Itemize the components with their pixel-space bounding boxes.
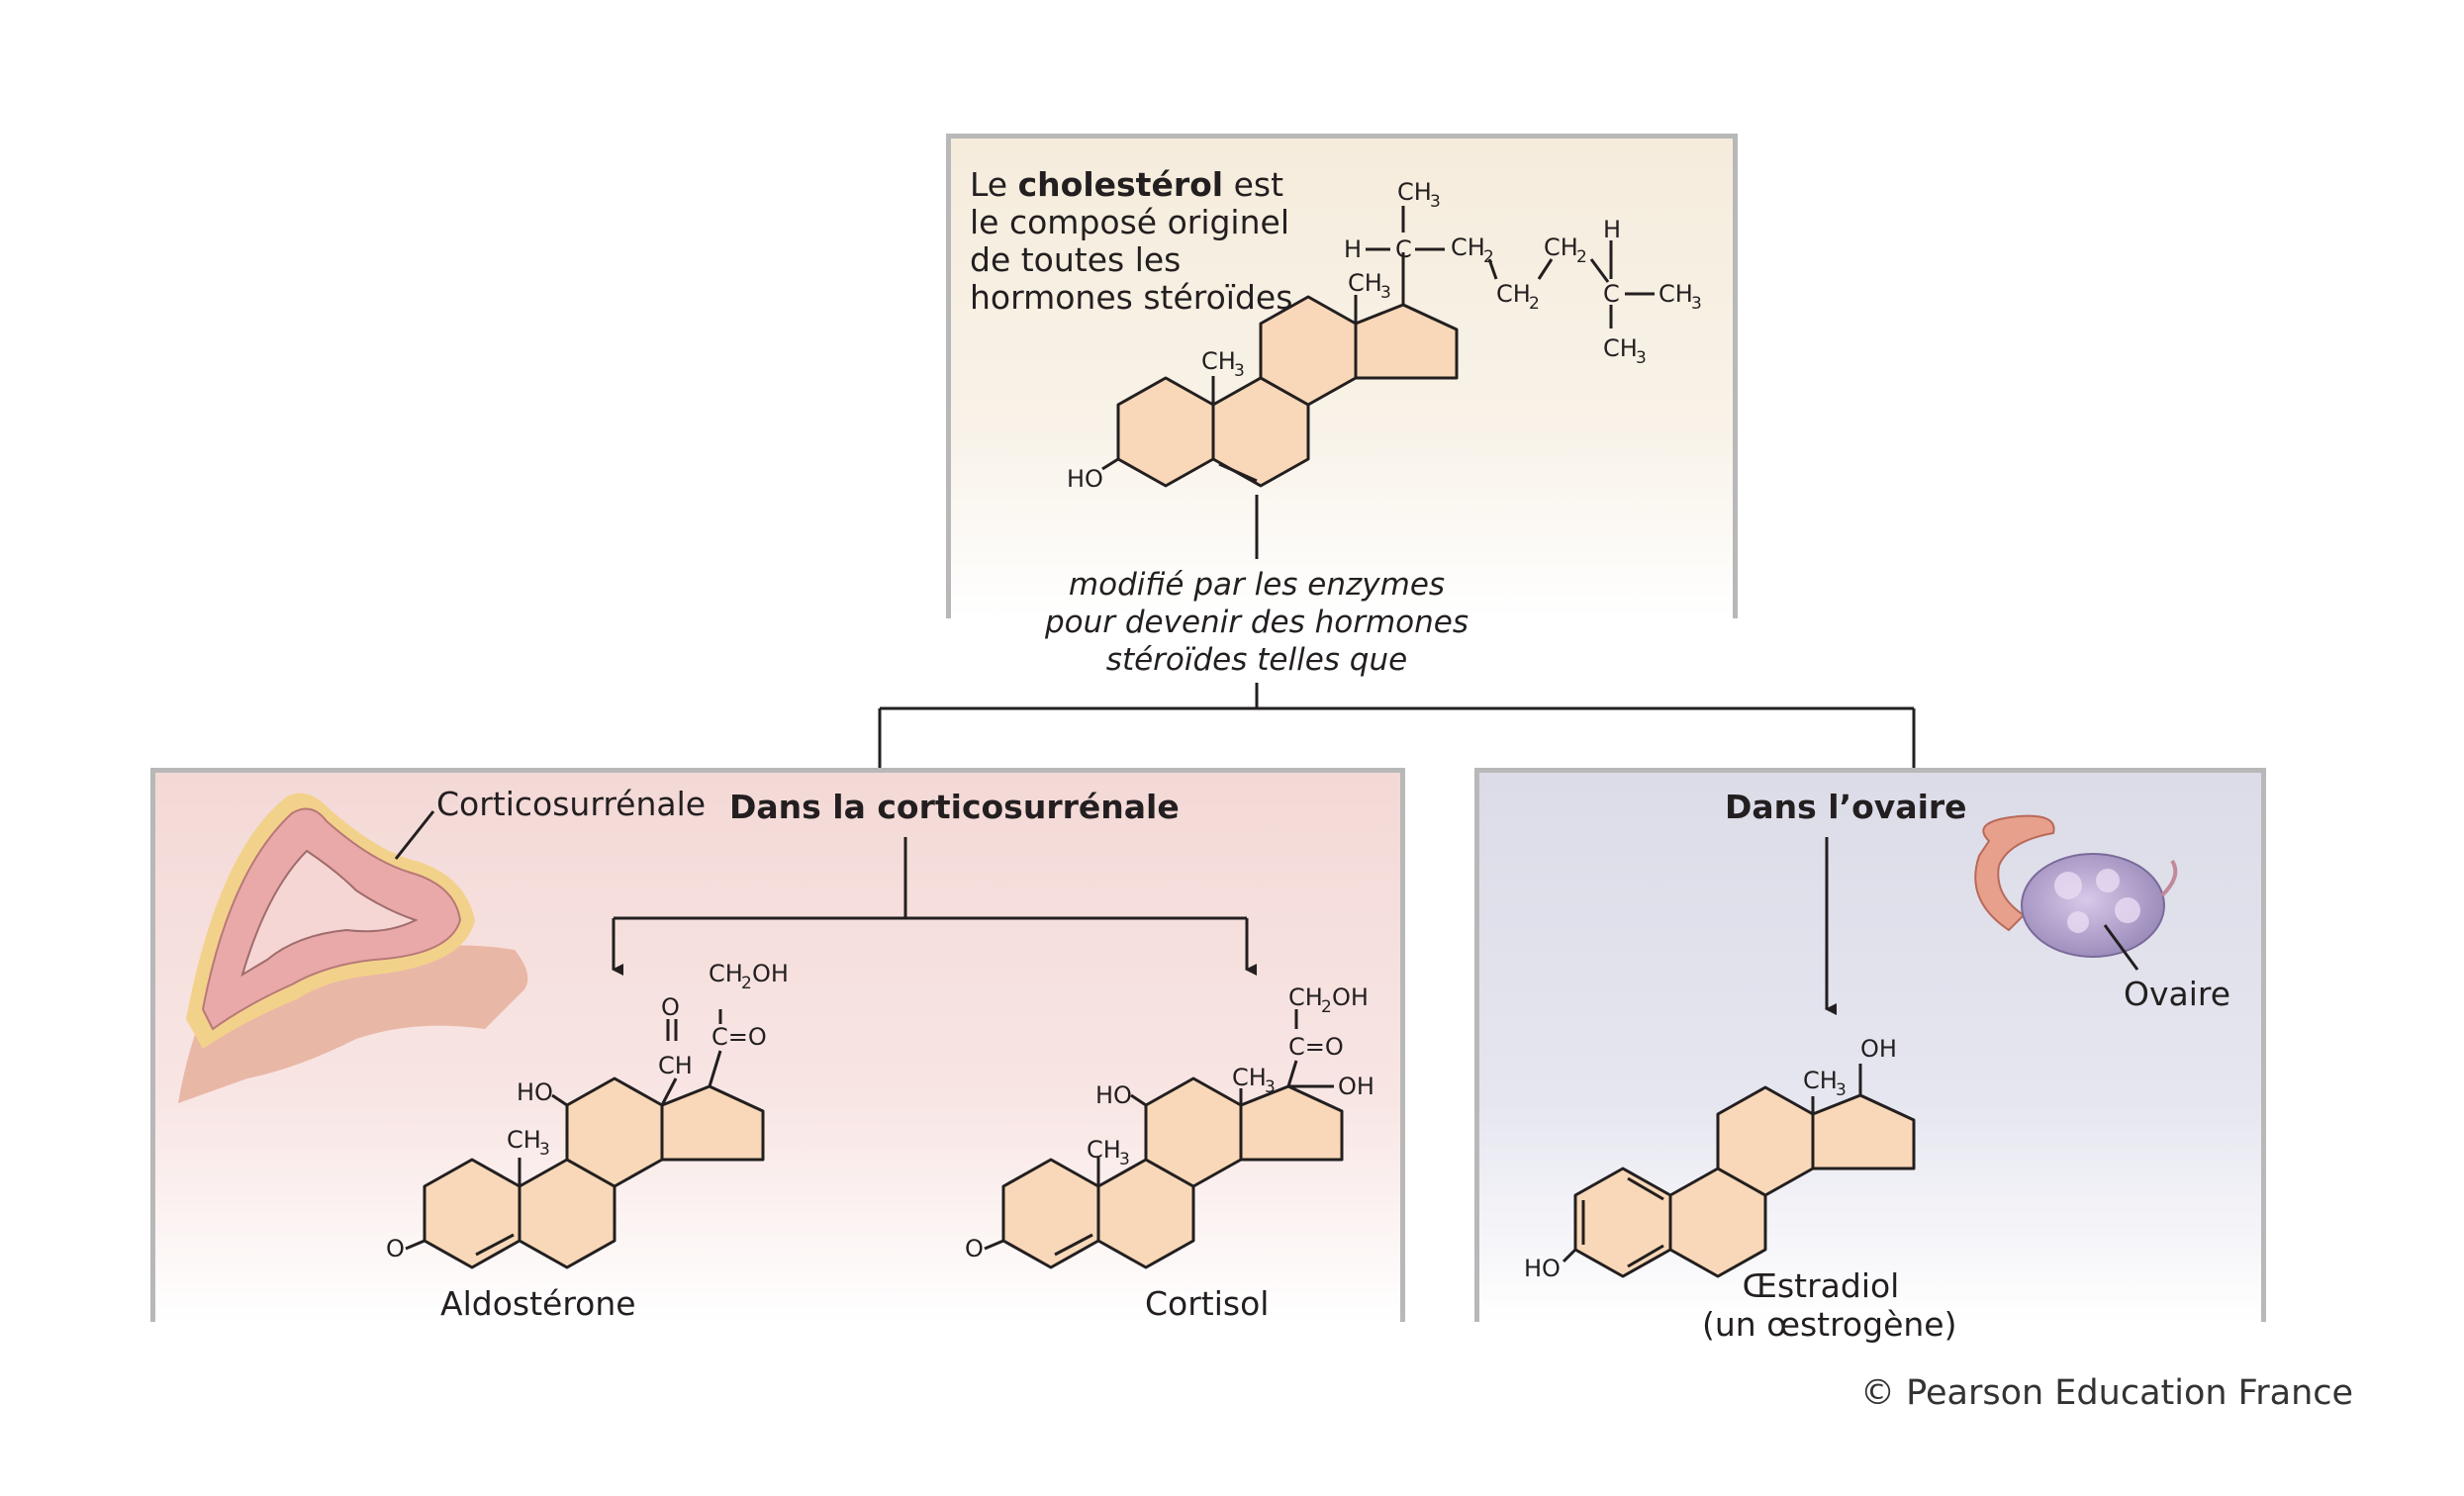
- cortisol-label: Cortisol: [1145, 1284, 1270, 1323]
- svg-text:3: 3: [1430, 192, 1441, 212]
- svg-text:3: 3: [1636, 348, 1647, 368]
- chol-ring-d: [1354, 303, 1459, 380]
- ovary-heading: Dans l’ovaire: [1725, 788, 1967, 826]
- svg-text:H: H: [1603, 216, 1621, 243]
- aldosterone-label: Aldostérone: [440, 1284, 636, 1323]
- adrenal-organ-label: Corticosurrénale: [436, 785, 707, 823]
- svg-text:CH: CH: [1397, 178, 1432, 206]
- adrenal-heading: Dans la corticosurrénale: [729, 788, 1180, 826]
- svg-text:C=O: C=O: [1288, 1033, 1344, 1061]
- svg-text:HO: HO: [517, 1078, 553, 1106]
- svg-text:CH: CH: [1451, 234, 1485, 261]
- cholesterol-term: cholestérol: [1017, 165, 1224, 204]
- ovary-illustration: [1974, 814, 2178, 971]
- svg-text:3: 3: [1234, 361, 1245, 381]
- svg-text:2: 2: [1529, 294, 1540, 314]
- estradiol-atom-labels: HO CH3 OH: [1524, 1035, 1897, 1282]
- estradiol-label: Œstradiol (un œstrogène): [1702, 1266, 1957, 1344]
- adrenal-arrows: [612, 837, 1257, 976]
- estr-ring-d: [1811, 1093, 1916, 1170]
- estradiol-molecule: [1562, 1064, 1916, 1278]
- svg-text:CH: CH: [658, 1052, 693, 1079]
- svg-text:HO: HO: [1524, 1255, 1561, 1282]
- ovary-organ-label: Ovaire: [2124, 975, 2231, 1013]
- svg-text:CH: CH: [1087, 1136, 1121, 1164]
- enzyme-modification-note: modifié par les enzymes pour devenir des…: [1044, 567, 1469, 678]
- svg-text:CH: CH: [1348, 269, 1382, 297]
- branch-connector: [878, 683, 1916, 768]
- svg-text:C: C: [1603, 280, 1620, 308]
- svg-text:CH: CH: [1232, 1064, 1267, 1091]
- svg-text:3: 3: [1265, 1077, 1276, 1097]
- svg-text:3: 3: [1836, 1080, 1847, 1100]
- cort-ring-d: [1239, 1084, 1344, 1162]
- cholesterol-intro: Le cholestérol est le composé originel d…: [970, 165, 1303, 317]
- svg-text:C: C: [1395, 235, 1412, 263]
- svg-text:CH: CH: [1603, 334, 1638, 362]
- svg-text:3: 3: [1380, 283, 1391, 303]
- copyright-notice: © Pearson Education France: [1860, 1373, 2354, 1413]
- estr-ring-a: [1573, 1167, 1672, 1278]
- svg-text:OH: OH: [752, 960, 789, 987]
- svg-text:CH: CH: [1803, 1067, 1838, 1094]
- svg-text:2: 2: [1576, 247, 1587, 267]
- svg-text:CH: CH: [1288, 983, 1323, 1011]
- svg-text:C=O: C=O: [711, 1023, 767, 1051]
- cort-ring-a: [1001, 1158, 1100, 1269]
- cholesterol-molecule: [1101, 206, 1655, 559]
- svg-text:3: 3: [1691, 294, 1702, 314]
- svg-text:2: 2: [1483, 247, 1494, 267]
- svg-text:O: O: [965, 1235, 984, 1262]
- adrenal-gland-illustration: [178, 793, 528, 1103]
- svg-text:HO: HO: [1095, 1081, 1132, 1109]
- svg-text:3: 3: [539, 1140, 550, 1160]
- svg-text:CH: CH: [1496, 280, 1531, 308]
- svg-text:H: H: [1344, 235, 1362, 263]
- svg-text:O: O: [661, 993, 680, 1021]
- svg-text:OH: OH: [1860, 1035, 1897, 1063]
- svg-text:3: 3: [1119, 1150, 1130, 1169]
- svg-text:CH: CH: [1544, 234, 1578, 261]
- aldo-ring-a: [423, 1158, 521, 1269]
- svg-text:2: 2: [741, 974, 752, 993]
- svg-text:CH: CH: [1201, 347, 1236, 375]
- aldo-ring-d: [660, 1084, 765, 1162]
- svg-text:CH: CH: [709, 960, 743, 987]
- svg-text:O: O: [386, 1235, 405, 1262]
- svg-text:OH: OH: [1338, 1073, 1374, 1100]
- cholesterol-atom-labels: CH3 CH3 CH3 H C CH2 CH2 CH2 H C CH3 CH3 …: [1067, 178, 1702, 493]
- cortisol-molecule: [984, 1009, 1344, 1269]
- aldosterone-molecule: [405, 1009, 765, 1269]
- svg-text:2: 2: [1321, 997, 1332, 1017]
- svg-text:CH: CH: [1658, 280, 1693, 308]
- chol-ring-a: [1116, 376, 1215, 488]
- svg-text:OH: OH: [1332, 983, 1369, 1011]
- svg-text:HO: HO: [1067, 465, 1103, 493]
- svg-text:CH: CH: [507, 1126, 541, 1154]
